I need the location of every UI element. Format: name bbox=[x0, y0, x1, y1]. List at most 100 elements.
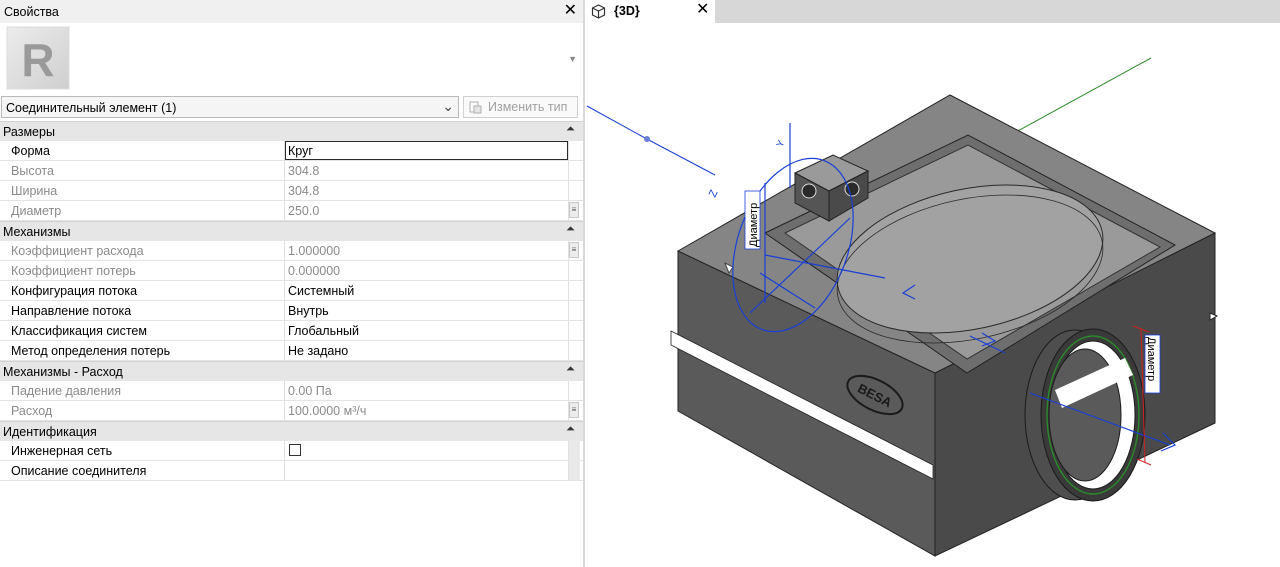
property-value[interactable]: Системный bbox=[288, 284, 355, 298]
edit-type-button[interactable]: Изменить тип bbox=[463, 96, 578, 118]
reference-line-blue bbox=[586, 105, 646, 139]
selector-row: Соединительный элемент (1) ⌄ Изменить ти… bbox=[0, 95, 583, 121]
property-value: 250.0 bbox=[288, 204, 320, 218]
property-row: Ширина 304.8 bbox=[0, 181, 583, 201]
fitting-nozzle bbox=[801, 183, 817, 199]
top-circular-plate-rim bbox=[836, 194, 1104, 344]
type-dropdown-arrow-icon[interactable]: ▼ bbox=[568, 54, 577, 64]
property-value: 0.000000 bbox=[288, 264, 341, 278]
property-value[interactable]: Внутрь bbox=[288, 304, 329, 318]
column-divider bbox=[284, 261, 285, 280]
group-title: Идентификация bbox=[3, 425, 97, 439]
column-divider bbox=[284, 461, 285, 480]
property-row: Коэффициент потерь 0.000000 bbox=[0, 261, 583, 281]
property-checkbox[interactable] bbox=[289, 444, 301, 456]
property-value[interactable]: Не задано bbox=[288, 344, 349, 358]
property-name: Ширина bbox=[11, 184, 58, 198]
column-divider bbox=[568, 401, 569, 420]
group-title: Размеры bbox=[3, 125, 55, 139]
cube-icon bbox=[591, 4, 606, 19]
associate-parameter-button[interactable]: ≡ bbox=[569, 202, 579, 218]
column-divider bbox=[284, 321, 285, 340]
property-value: 1.000000 bbox=[288, 244, 341, 258]
tab-3d-view[interactable]: {3D} ✕ bbox=[585, 0, 715, 23]
column-divider bbox=[568, 441, 569, 460]
collapse-icon[interactable]: ⏶ bbox=[566, 123, 575, 135]
column-divider bbox=[284, 301, 285, 320]
dimension-tick-red bbox=[1136, 458, 1152, 466]
element-type-selector[interactable]: Соединительный элемент (1) ⌄ bbox=[1, 96, 459, 118]
property-row[interactable]: Описание соединителя≡ bbox=[0, 461, 583, 481]
column-divider bbox=[284, 181, 285, 200]
group-header[interactable]: Механизмы ⏶ bbox=[0, 221, 583, 241]
3d-model-canvas[interactable]: BESA Z Y Диаметр bbox=[585, 23, 1280, 567]
close-icon[interactable]: ✕ bbox=[696, 1, 710, 18]
collapse-icon[interactable]: ⏶ bbox=[566, 423, 575, 435]
property-row[interactable]: Инженерная сеть≡ bbox=[0, 441, 583, 461]
collapse-icon[interactable]: ⏶ bbox=[566, 363, 575, 375]
view-tab-bar: {3D} ✕ bbox=[585, 0, 1280, 23]
column-divider bbox=[568, 461, 569, 480]
associate-parameter-button[interactable]: ≡ bbox=[569, 402, 579, 418]
connector-interior-highlight bbox=[1055, 358, 1133, 408]
property-row[interactable]: Метод определения потерь Не задано bbox=[0, 341, 583, 361]
property-value[interactable]: Глобальный bbox=[288, 324, 359, 338]
dim-label-left: Диаметр bbox=[744, 190, 761, 250]
associate-parameter-button[interactable]: ≡ bbox=[569, 242, 579, 258]
column-divider bbox=[284, 281, 285, 300]
column-divider bbox=[284, 141, 285, 160]
property-name: Форма bbox=[11, 144, 50, 158]
group-title: Механизмы bbox=[3, 225, 71, 239]
column-divider bbox=[568, 161, 569, 180]
column-divider bbox=[284, 341, 285, 360]
group-header[interactable]: Идентификация ⏶ bbox=[0, 421, 583, 441]
dimension-label-left: Диаметр bbox=[748, 203, 760, 247]
group-header[interactable]: Размеры ⏶ bbox=[0, 121, 583, 141]
property-name: Конфигурация потока bbox=[11, 284, 138, 298]
property-row[interactable]: Конфигурация потока Системный bbox=[0, 281, 583, 301]
property-value-editor[interactable]: Круг bbox=[285, 141, 568, 160]
property-name: Расход bbox=[11, 404, 53, 418]
close-icon[interactable]: ✕ bbox=[563, 2, 577, 19]
property-value: 304.8 bbox=[288, 184, 320, 198]
axis-label-z: Z bbox=[707, 188, 721, 199]
column-divider bbox=[568, 261, 569, 280]
fitting-nozzle bbox=[844, 181, 860, 197]
property-name: Коэффициент потерь bbox=[11, 264, 136, 278]
group-header[interactable]: Механизмы - Расход ⏶ bbox=[0, 361, 583, 381]
element-type-value: Соединительный элемент (1) bbox=[6, 101, 177, 115]
collapse-icon[interactable]: ⏶ bbox=[566, 223, 575, 235]
edge-marker bbox=[1209, 312, 1219, 321]
property-value: 0.00 Па bbox=[288, 384, 332, 398]
top-circular-plate bbox=[836, 184, 1104, 334]
column-divider bbox=[284, 401, 285, 420]
3d-viewport[interactable]: BESA Z Y Диаметр bbox=[585, 23, 1280, 567]
round-connector-rim bbox=[1046, 335, 1140, 495]
property-name: Инженерная сеть bbox=[11, 444, 113, 458]
selection-overlay-right bbox=[1029, 392, 1177, 452]
reference-line-green bbox=[1004, 57, 1152, 139]
column-divider bbox=[284, 441, 285, 460]
group-title: Механизмы - Расход bbox=[3, 365, 123, 379]
edit-type-label: Изменить тип bbox=[488, 100, 568, 114]
column-divider bbox=[568, 381, 569, 400]
axis-label-y: Y bbox=[775, 138, 788, 149]
column-divider bbox=[568, 321, 569, 340]
column-divider bbox=[568, 281, 569, 300]
grid-scrollbar[interactable] bbox=[569, 440, 580, 480]
property-name: Метод определения потерь bbox=[11, 344, 171, 358]
property-name: Описание соединителя bbox=[11, 464, 147, 478]
property-row[interactable]: Форма Круг bbox=[0, 141, 583, 161]
properties-title: Свойства bbox=[4, 5, 59, 19]
panel-splitter[interactable] bbox=[583, 0, 585, 567]
property-row: Падение давления 0.00 Па bbox=[0, 381, 583, 401]
column-divider bbox=[284, 201, 285, 220]
edit-type-icon bbox=[469, 101, 482, 114]
property-name: Падение давления bbox=[11, 384, 121, 398]
column-divider bbox=[284, 381, 285, 400]
revit-logo-icon: R bbox=[6, 26, 70, 90]
